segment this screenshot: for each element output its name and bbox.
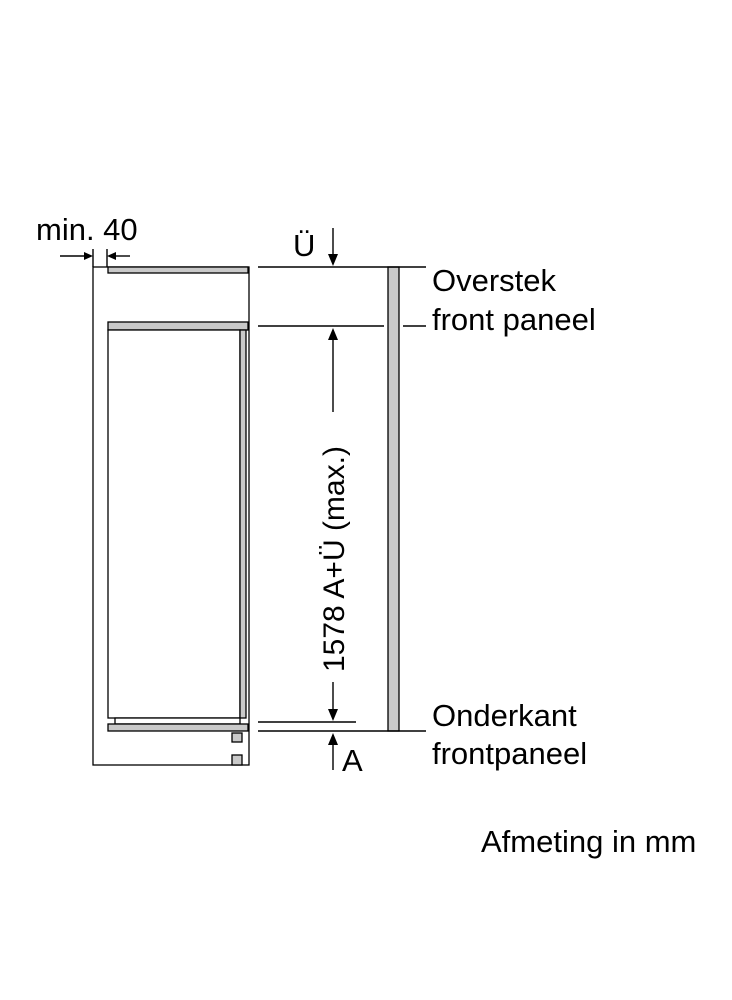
foot-block-lower: [231, 754, 243, 766]
top-panel: [107, 266, 249, 274]
height-dim-arrow-top: [328, 328, 338, 340]
overhang-arrow-head: [328, 254, 338, 266]
bottom-symbol: A: [342, 743, 363, 778]
appliance-door-edge: [239, 329, 247, 719]
appliance-body: [107, 329, 241, 719]
units-note: Afmeting in mm: [481, 824, 696, 859]
appliance-base-strip: [114, 717, 241, 725]
overhang-label-line1: Overstek: [432, 263, 557, 298]
gap-arrow-left: [84, 252, 93, 260]
height-dimension-label: 1578 A+Ü (max.): [318, 446, 351, 672]
bottom-panel: [107, 723, 249, 732]
gap-arrow-right: [107, 252, 116, 260]
appliance-top-panel: [107, 321, 249, 331]
bottom-label-line2: frontpaneel: [432, 736, 587, 771]
bottom-label-line1: Onderkant: [432, 698, 577, 733]
bottom-arrow-head: [328, 733, 338, 745]
overhang-label-line2: front paneel: [432, 302, 596, 337]
front-panel: [387, 266, 400, 732]
overhang-symbol: Ü: [293, 228, 315, 263]
height-dim-arrow-bottom: [328, 709, 338, 721]
foot-block-upper: [231, 732, 243, 743]
min-gap-label: min. 40: [36, 212, 138, 247]
